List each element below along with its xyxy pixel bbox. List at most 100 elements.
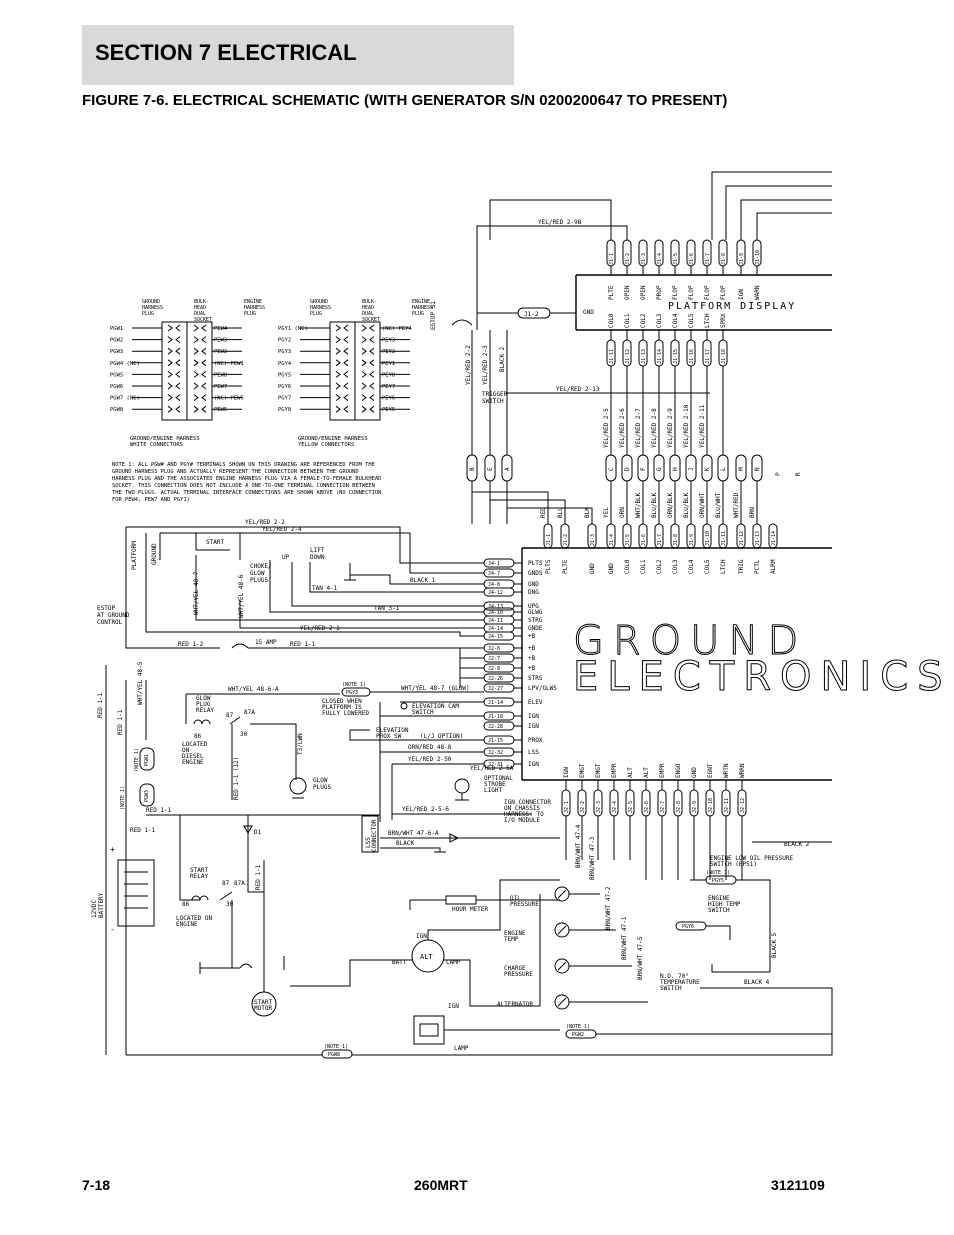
- label-red-1-1-12: RED 1-1 (12): [233, 757, 240, 800]
- harness_white-header-1-3: SOCKET: [194, 317, 212, 323]
- temp-switch: N.O. 70°: [660, 973, 689, 980]
- left-pin-18: LSS: [528, 749, 539, 756]
- vertical-wire-label-3: YEL/RED 2-8: [651, 408, 658, 448]
- ge-top-connector-id-6: J1-7: [657, 534, 663, 546]
- harness_yellow-header-2-2: PLUG: [412, 311, 424, 317]
- left-connector-id-2: J4-8: [488, 582, 500, 588]
- ge-bottom-pin-3: EMPR: [611, 763, 618, 778]
- color-wire-11: WHT/RED: [733, 492, 740, 518]
- harness_yellow-chev-c-7: [361, 405, 367, 413]
- display-top-pin-6: FLOP: [704, 285, 711, 300]
- display-top-connector-id-7: J1-8: [721, 253, 727, 265]
- display-top-pin-3: PROP: [656, 285, 663, 300]
- ge-top-pin-12: PCTL: [754, 559, 761, 574]
- note-line-1: GROUND HARNESS PLUG AND ACTUALLY REPRESE…: [112, 469, 359, 475]
- display-top-connector-id-3: J1-4: [657, 253, 663, 265]
- harness_white-chev-c-2: [193, 347, 199, 355]
- route-a: [506, 481, 593, 524]
- vertical-wire-label-5: YEL/RED 2-10: [683, 404, 690, 448]
- ge-bottom-pin-2: EMGT: [595, 763, 602, 778]
- harness_yellow-chev-b-2: [343, 347, 349, 355]
- note-block: NOTE 1: ALL PGW# AND PGY# TERMINALS SHOW…: [112, 462, 381, 503]
- label-yel-red-2-50: YEL/RED 2-50: [408, 756, 452, 763]
- label-lj-option: (L/J OPTION): [420, 733, 463, 740]
- label-brn-wht-47-1: BRN/WHT 47-1: [621, 916, 628, 960]
- ign-connector: IGN CONNECTOR: [504, 799, 551, 806]
- left-pin-12: STRS: [528, 675, 543, 682]
- left-connector-id-5: J4-10: [488, 610, 503, 616]
- label-black: BLACK: [396, 840, 414, 847]
- color-wire-6: BLU/BLK: [651, 492, 658, 518]
- harness_white-header-2-0: ENGINE: [244, 299, 262, 305]
- left-pin-16: IGN: [528, 723, 539, 730]
- ge-top-pin-6: COL2: [656, 559, 663, 574]
- battery-plus: +: [110, 845, 115, 854]
- ground-electronics-top-pins: J1-1PLTSJ1-2PLTEJ1-3GNDJ1-4GNDJ1-5COL0J1…: [543, 523, 778, 574]
- label-86-b: 86: [182, 901, 190, 908]
- color-wire-10: BLU/WHT: [715, 492, 722, 518]
- ge-top-connector-id-5: J1-6: [641, 534, 647, 546]
- harness_white-chev-c-7: [193, 405, 199, 413]
- harness_yellow-caption-1: YELLOW CONNECTORS: [298, 442, 354, 448]
- display-bottom-pin-1: COL1: [624, 313, 631, 328]
- display-bottom-pin-2: COL2: [640, 313, 647, 328]
- harness_yellow-header-2-1: HARNESS: [412, 305, 433, 311]
- ge-top-connector-id-10: J1-11: [721, 531, 727, 546]
- harness_white-chev-b-0: [175, 324, 181, 332]
- located-engine-2: ENGINE: [176, 921, 198, 928]
- connector-j1-2: J1-2: [524, 311, 539, 318]
- left-pin-14: ELEV: [528, 699, 543, 706]
- ge-top-pin-5: COL1: [640, 559, 647, 574]
- left-connector-id-10: J2-7: [488, 656, 500, 662]
- label-wht-yel-48-6: WHT/YEL 48-6: [238, 574, 245, 618]
- display-top-pin-4: FLOP: [672, 285, 679, 300]
- harness_white-chev-c-4: [193, 370, 199, 378]
- engine-low-oil-2: SWITCH (BPS1): [710, 861, 757, 868]
- engine-high-temp: ENGINE: [708, 895, 730, 902]
- label-red-1-1: RED 1-1: [290, 641, 316, 648]
- left-pin-5: GLWG: [528, 609, 543, 616]
- left-pin-17: PROX: [528, 737, 543, 744]
- label-pgw3: PGW3: [144, 790, 150, 802]
- left-connector-id-18: J2-32: [488, 750, 503, 756]
- left-pin-15: IGN: [528, 713, 539, 720]
- harness_white-chev-d-2: [201, 347, 207, 355]
- harness_yellow-chev-d-1: [369, 336, 375, 344]
- located-diesel: LOCATED: [182, 741, 208, 748]
- left-connector-id-8: J4-15: [488, 634, 503, 640]
- harness_yellow-chev-d-4: [369, 370, 375, 378]
- wire-label-yel-red-2-2: YEL/RED 2-2: [465, 345, 472, 385]
- start-relay: START: [190, 867, 208, 874]
- gauge-needle-0: [557, 889, 567, 899]
- ge-top-pin-3: GND: [608, 563, 615, 574]
- engine-low-oil: ENGINE LOW OIL PRESSURE: [710, 855, 793, 862]
- hour-meter: HOUR METER: [452, 906, 489, 913]
- estop-ground-label-3: CONTROL: [97, 619, 123, 626]
- strobe-label: OPTIONAL: [484, 775, 513, 782]
- ign-connector-3: HARNESS: TO: [504, 811, 544, 818]
- harness_yellow-chev-b-7: [343, 405, 349, 413]
- display-bottom-connector-id-0: J1-11: [609, 349, 615, 364]
- left-connector-id-12: J2-26: [488, 676, 503, 682]
- battery-minus: -: [110, 925, 115, 934]
- plug-letter-7: H: [672, 467, 679, 471]
- ge-bottom-pin-9: EGNT: [707, 763, 714, 778]
- harness_yellow-chev-c-3: [361, 359, 367, 367]
- lamp-key-label: LAMP: [454, 1045, 469, 1052]
- harness_yellow-chev-a-2: [335, 347, 341, 355]
- label-t3-lwn: T3/LWN: [297, 733, 304, 755]
- display-bottom-pin-5: COL5: [688, 313, 695, 328]
- ge-top-connector-1: [560, 523, 570, 549]
- display-top-connector-5: [686, 239, 696, 267]
- harness_white-chev-a-7: [167, 405, 173, 413]
- harness_yellow-chev-c-2: [361, 347, 367, 355]
- left-pin-11: +B: [528, 665, 536, 672]
- display-bottom-pin-6: LTCH: [704, 313, 711, 328]
- ground-electronics-title-1: GROUND: [573, 618, 807, 664]
- display-top-pins: J1-1PLTEJ1-2OPENJ1-3OPENJ1-4PROPJ1-5FLOP…: [606, 239, 762, 300]
- ge-bottom-connector-id-4: J2-5: [628, 801, 634, 813]
- ge-bottom-connector-id-0: J2-1: [564, 801, 570, 813]
- route-b: [471, 481, 549, 524]
